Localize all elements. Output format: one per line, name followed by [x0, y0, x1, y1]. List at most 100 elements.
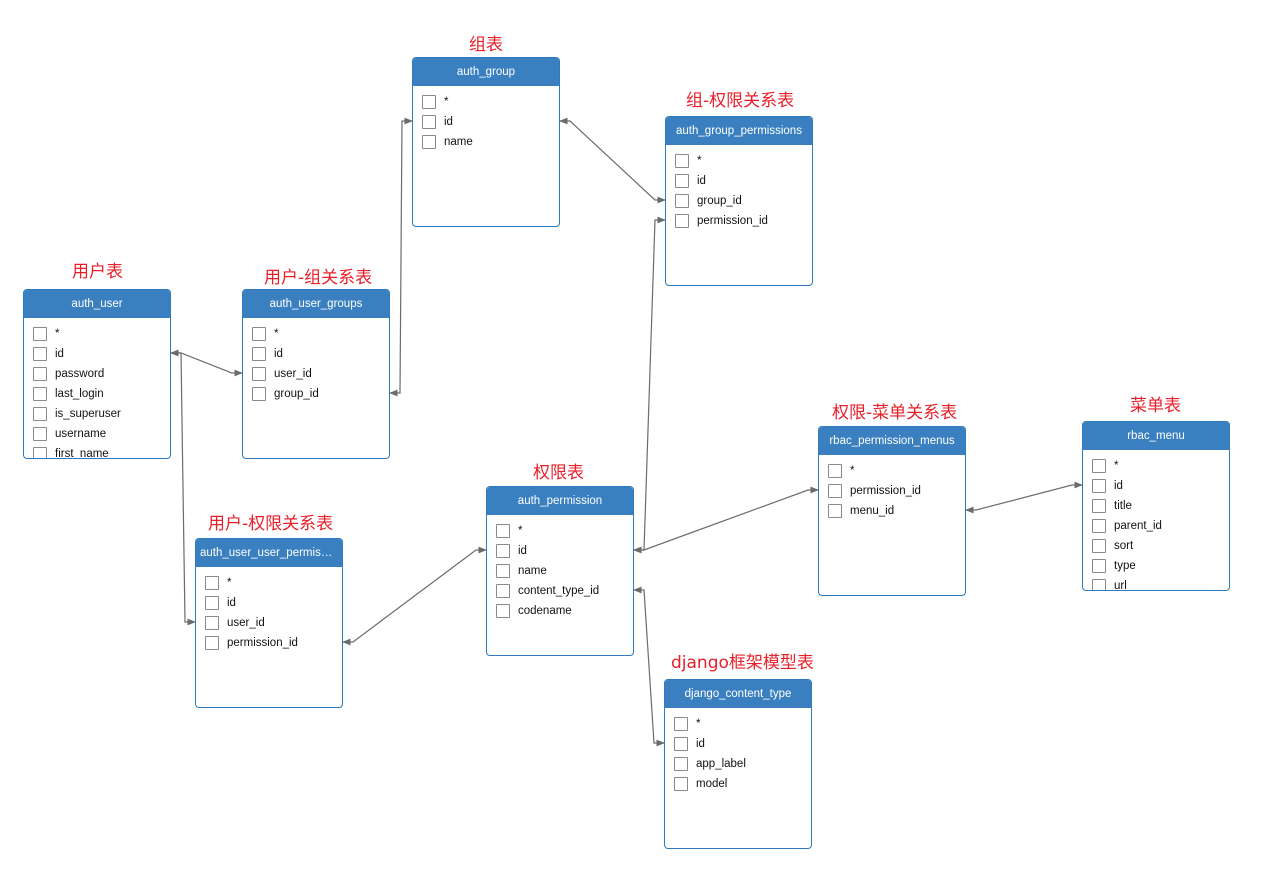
field-row: id — [413, 112, 559, 132]
field-checkbox[interactable] — [675, 194, 689, 208]
field-row: * — [1083, 456, 1229, 476]
relation-connector — [342, 546, 487, 646]
field-row: title — [1083, 496, 1229, 516]
field-name: last_login — [55, 388, 104, 400]
table-caption: 权限表 — [533, 463, 584, 483]
field-row: * — [487, 521, 633, 541]
field-row: name — [413, 132, 559, 152]
field-checkbox[interactable] — [1092, 559, 1106, 573]
relation-connector — [633, 486, 819, 554]
field-name: * — [444, 96, 449, 108]
field-name: * — [1114, 460, 1119, 472]
field-name: id — [697, 175, 706, 187]
table-title: auth_user_groups — [243, 290, 389, 318]
field-row: is_superuser — [24, 404, 170, 424]
table-caption: 组-权限关系表 — [686, 91, 795, 111]
field-checkbox[interactable] — [1092, 539, 1106, 553]
table-caption: 用户-组关系表 — [264, 268, 373, 288]
field-checkbox[interactable] — [33, 427, 47, 441]
field-row: permission_id — [819, 481, 965, 501]
field-row: permission_id — [666, 211, 812, 231]
field-checkbox[interactable] — [496, 584, 510, 598]
field-checkbox[interactable] — [674, 737, 688, 751]
field-checkbox[interactable] — [674, 777, 688, 791]
field-checkbox[interactable] — [675, 174, 689, 188]
field-checkbox[interactable] — [252, 367, 266, 381]
field-checkbox[interactable] — [675, 214, 689, 228]
table-title: django_content_type — [665, 680, 811, 708]
field-checkbox[interactable] — [422, 135, 436, 149]
table-caption: 组表 — [469, 35, 503, 55]
field-checkbox[interactable] — [1092, 519, 1106, 533]
field-checkbox[interactable] — [828, 484, 842, 498]
table-title: auth_permission — [487, 487, 633, 515]
relation-connector — [633, 586, 665, 747]
field-name: password — [55, 368, 105, 380]
field-name: app_label — [696, 758, 746, 770]
field-checkbox[interactable] — [674, 717, 688, 731]
field-checkbox[interactable] — [496, 604, 510, 618]
field-checkbox[interactable] — [1092, 499, 1106, 513]
field-name: model — [696, 778, 728, 790]
field-checkbox[interactable] — [1092, 479, 1106, 493]
field-name: codename — [518, 605, 572, 617]
field-name: permission_id — [227, 637, 298, 649]
field-checkbox[interactable] — [252, 327, 266, 341]
field-checkbox[interactable] — [33, 447, 47, 458]
field-checkbox[interactable] — [496, 544, 510, 558]
field-row: type — [1083, 556, 1229, 576]
field-name: * — [274, 328, 279, 340]
table-title: auth_user_user_permissi... — [196, 539, 342, 567]
field-row: * — [665, 714, 811, 734]
field-checkbox[interactable] — [422, 115, 436, 129]
field-row: last_login — [24, 384, 170, 404]
field-checkbox[interactable] — [205, 616, 219, 630]
field-checkbox[interactable] — [205, 596, 219, 610]
field-name: id — [444, 116, 453, 128]
field-name: * — [850, 465, 855, 477]
field-checkbox[interactable] — [828, 504, 842, 518]
field-name: is_superuser — [55, 408, 121, 420]
table-title: rbac_permission_menus — [819, 427, 965, 455]
field-checkbox[interactable] — [33, 387, 47, 401]
field-checkbox[interactable] — [1092, 579, 1106, 590]
field-checkbox[interactable] — [205, 576, 219, 590]
field-checkbox[interactable] — [33, 407, 47, 421]
field-checkbox[interactable] — [828, 464, 842, 478]
field-checkbox[interactable] — [33, 347, 47, 361]
field-row: id — [487, 541, 633, 561]
relation-connector — [633, 216, 666, 554]
field-name: name — [518, 565, 547, 577]
field-row: * — [243, 324, 389, 344]
field-name: * — [697, 155, 702, 167]
field-checkbox[interactable] — [252, 347, 266, 361]
field-checkbox[interactable] — [496, 564, 510, 578]
field-name: id — [274, 348, 283, 360]
field-checkbox[interactable] — [674, 757, 688, 771]
field-checkbox[interactable] — [205, 636, 219, 650]
field-name: parent_id — [1114, 520, 1162, 532]
field-checkbox[interactable] — [252, 387, 266, 401]
field-checkbox[interactable] — [1092, 459, 1106, 473]
field-name: * — [55, 328, 60, 340]
field-name: username — [55, 428, 107, 440]
field-checkbox[interactable] — [422, 95, 436, 109]
field-checkbox[interactable] — [496, 524, 510, 538]
field-checkbox[interactable] — [675, 154, 689, 168]
field-name: id — [227, 597, 236, 609]
field-checkbox[interactable] — [33, 367, 47, 381]
field-list: * id name — [413, 86, 559, 152]
field-checkbox[interactable] — [33, 327, 47, 341]
